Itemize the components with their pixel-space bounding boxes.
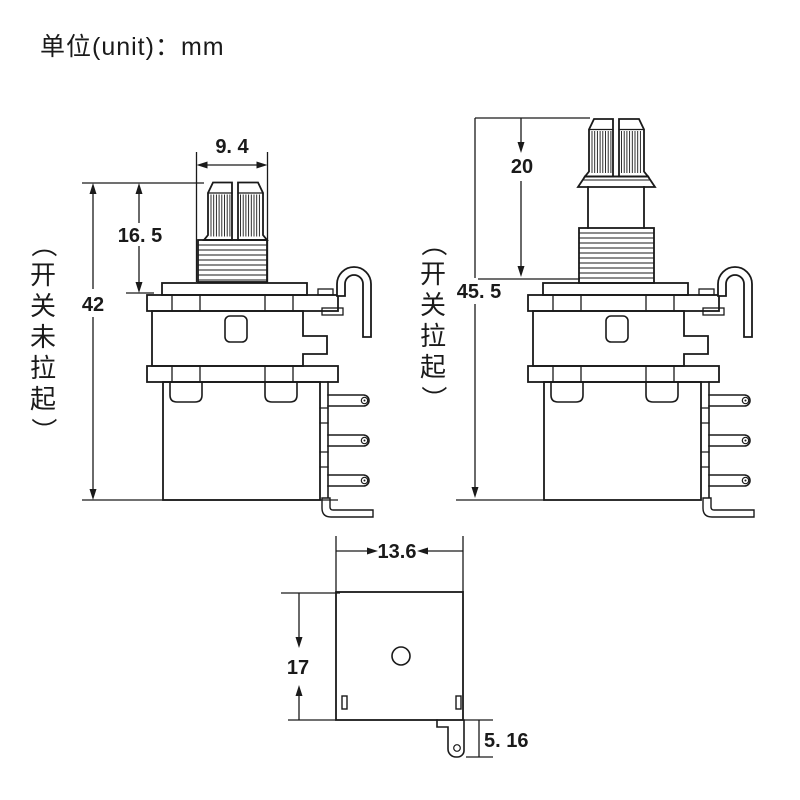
dim-shaft-height: 16. 5 — [118, 225, 162, 247]
center-hole — [391, 646, 411, 666]
dim-total-height-down: 42 — [82, 294, 104, 316]
dim-knob-width: 9. 4 — [215, 136, 249, 158]
dim-tab-height: 5. 16 — [484, 730, 528, 752]
pot-can — [151, 310, 328, 367]
shaft-collar — [576, 175, 657, 188]
solder-lugs — [327, 394, 370, 487]
dim-body-width: 13.6 — [378, 541, 417, 563]
smooth-shaft — [587, 186, 645, 229]
dimension-lines — [82, 117, 590, 758]
pot-body-pulled — [527, 266, 755, 518]
housing-outline — [335, 591, 464, 721]
right-view-shaft — [576, 175, 657, 284]
dimension-arrows — [89, 142, 525, 696]
can-window — [224, 315, 248, 343]
tab-hole — [453, 744, 461, 752]
pot-body — [146, 266, 374, 518]
bent-bottom-lug — [321, 497, 374, 518]
knurled-knob — [202, 181, 269, 241]
right-view-label: （开关拉起） — [418, 230, 449, 412]
mounting-plate — [161, 282, 308, 296]
left-view-shaft — [197, 239, 268, 283]
threaded-bushing-pulled — [578, 227, 655, 284]
unit-title: 单位(unit)：mm — [40, 33, 225, 61]
bottom-view — [335, 591, 465, 758]
mounting-tab — [436, 719, 465, 758]
dim-pull-travel: 20 — [511, 156, 533, 178]
hook-terminal — [336, 266, 372, 338]
dim-body-height: 17 — [287, 657, 309, 679]
knurled-knob-pulled — [584, 118, 649, 178]
threaded-bushing — [197, 239, 268, 283]
dim-total-height-up: 45. 5 — [457, 281, 501, 303]
left-view-label: （开关未拉起） — [28, 231, 59, 444]
